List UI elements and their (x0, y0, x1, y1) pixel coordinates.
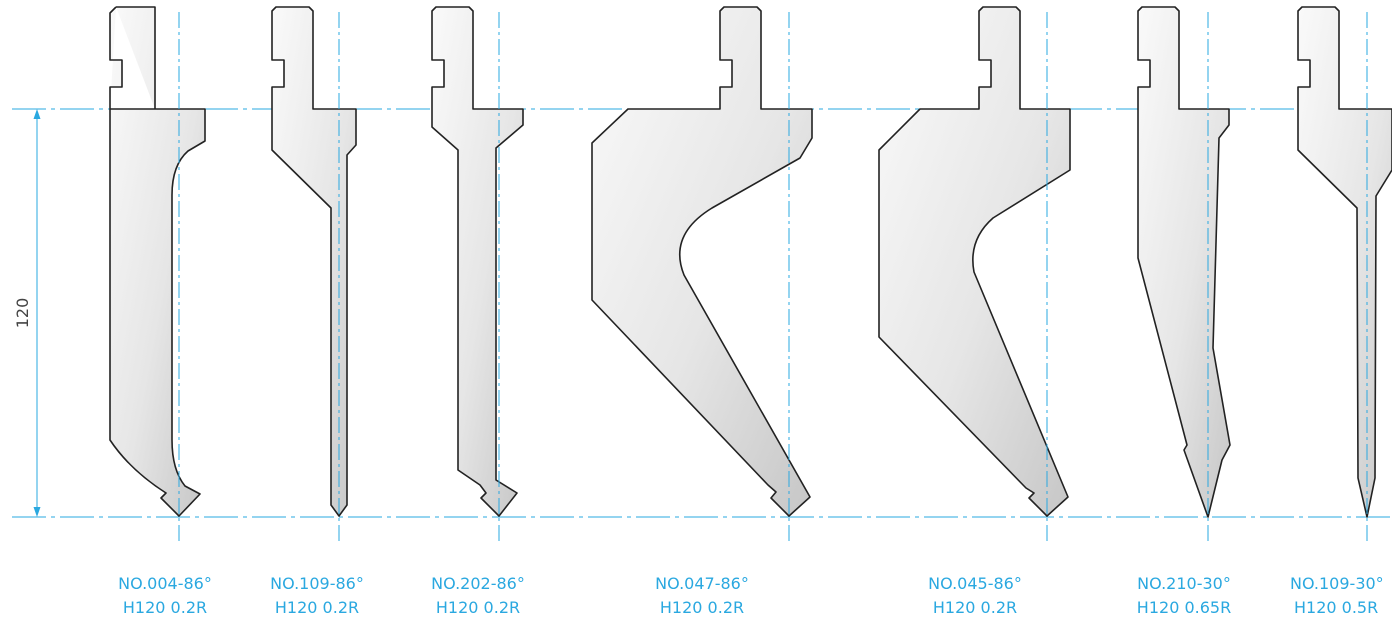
tool-spec: H120 0.5R (1294, 598, 1379, 617)
tool-spec: H120 0.2R (659, 598, 745, 617)
tool-label: NO.047-86° H120 0.2R (602, 572, 802, 620)
tool-profile-no202 (431, 6, 524, 517)
tool-label: NO.202-86° H120 0.2R (378, 572, 578, 620)
tool-label: NO.109-30° H120 0.5R (1290, 572, 1392, 620)
tool-profile-no004 (109, 6, 206, 517)
tool-spec: H120 0.2R (435, 598, 521, 617)
tool-profile-no045 (878, 6, 1071, 517)
tool-spec: H120 0.2R (274, 598, 360, 617)
tool-spec: H120 0.2R (122, 598, 208, 617)
tool-model: NO.109-86° (270, 574, 364, 593)
height-dimension-value: 120 (13, 298, 32, 329)
tool-profile-no109-30 (1297, 6, 1392, 518)
tool-profile-no210 (1137, 6, 1231, 518)
tool-profile-no047 (591, 6, 813, 517)
height-dimension: 120 (13, 109, 41, 517)
tool-label: NO.210-30° H120 0.65R (1084, 572, 1284, 620)
tool-model: NO.210-30° (1137, 574, 1231, 593)
tool-label: NO.004-86° H120 0.2R (65, 572, 265, 620)
tool-label: NO.045-86° H120 0.2R (875, 572, 1075, 620)
tool-spec: H120 0.65R (1136, 598, 1232, 617)
tool-model: NO.109-30° (1290, 574, 1384, 593)
tool-model: NO.004-86° (118, 574, 212, 593)
tool-spec: H120 0.2R (932, 598, 1018, 617)
tool-profile-no109-86 (271, 6, 357, 517)
tool-model: NO.202-86° (431, 574, 525, 593)
tool-model: NO.045-86° (928, 574, 1022, 593)
tool-label: NO.109-86° H120 0.2R (217, 572, 417, 620)
tool-model: NO.047-86° (655, 574, 749, 593)
